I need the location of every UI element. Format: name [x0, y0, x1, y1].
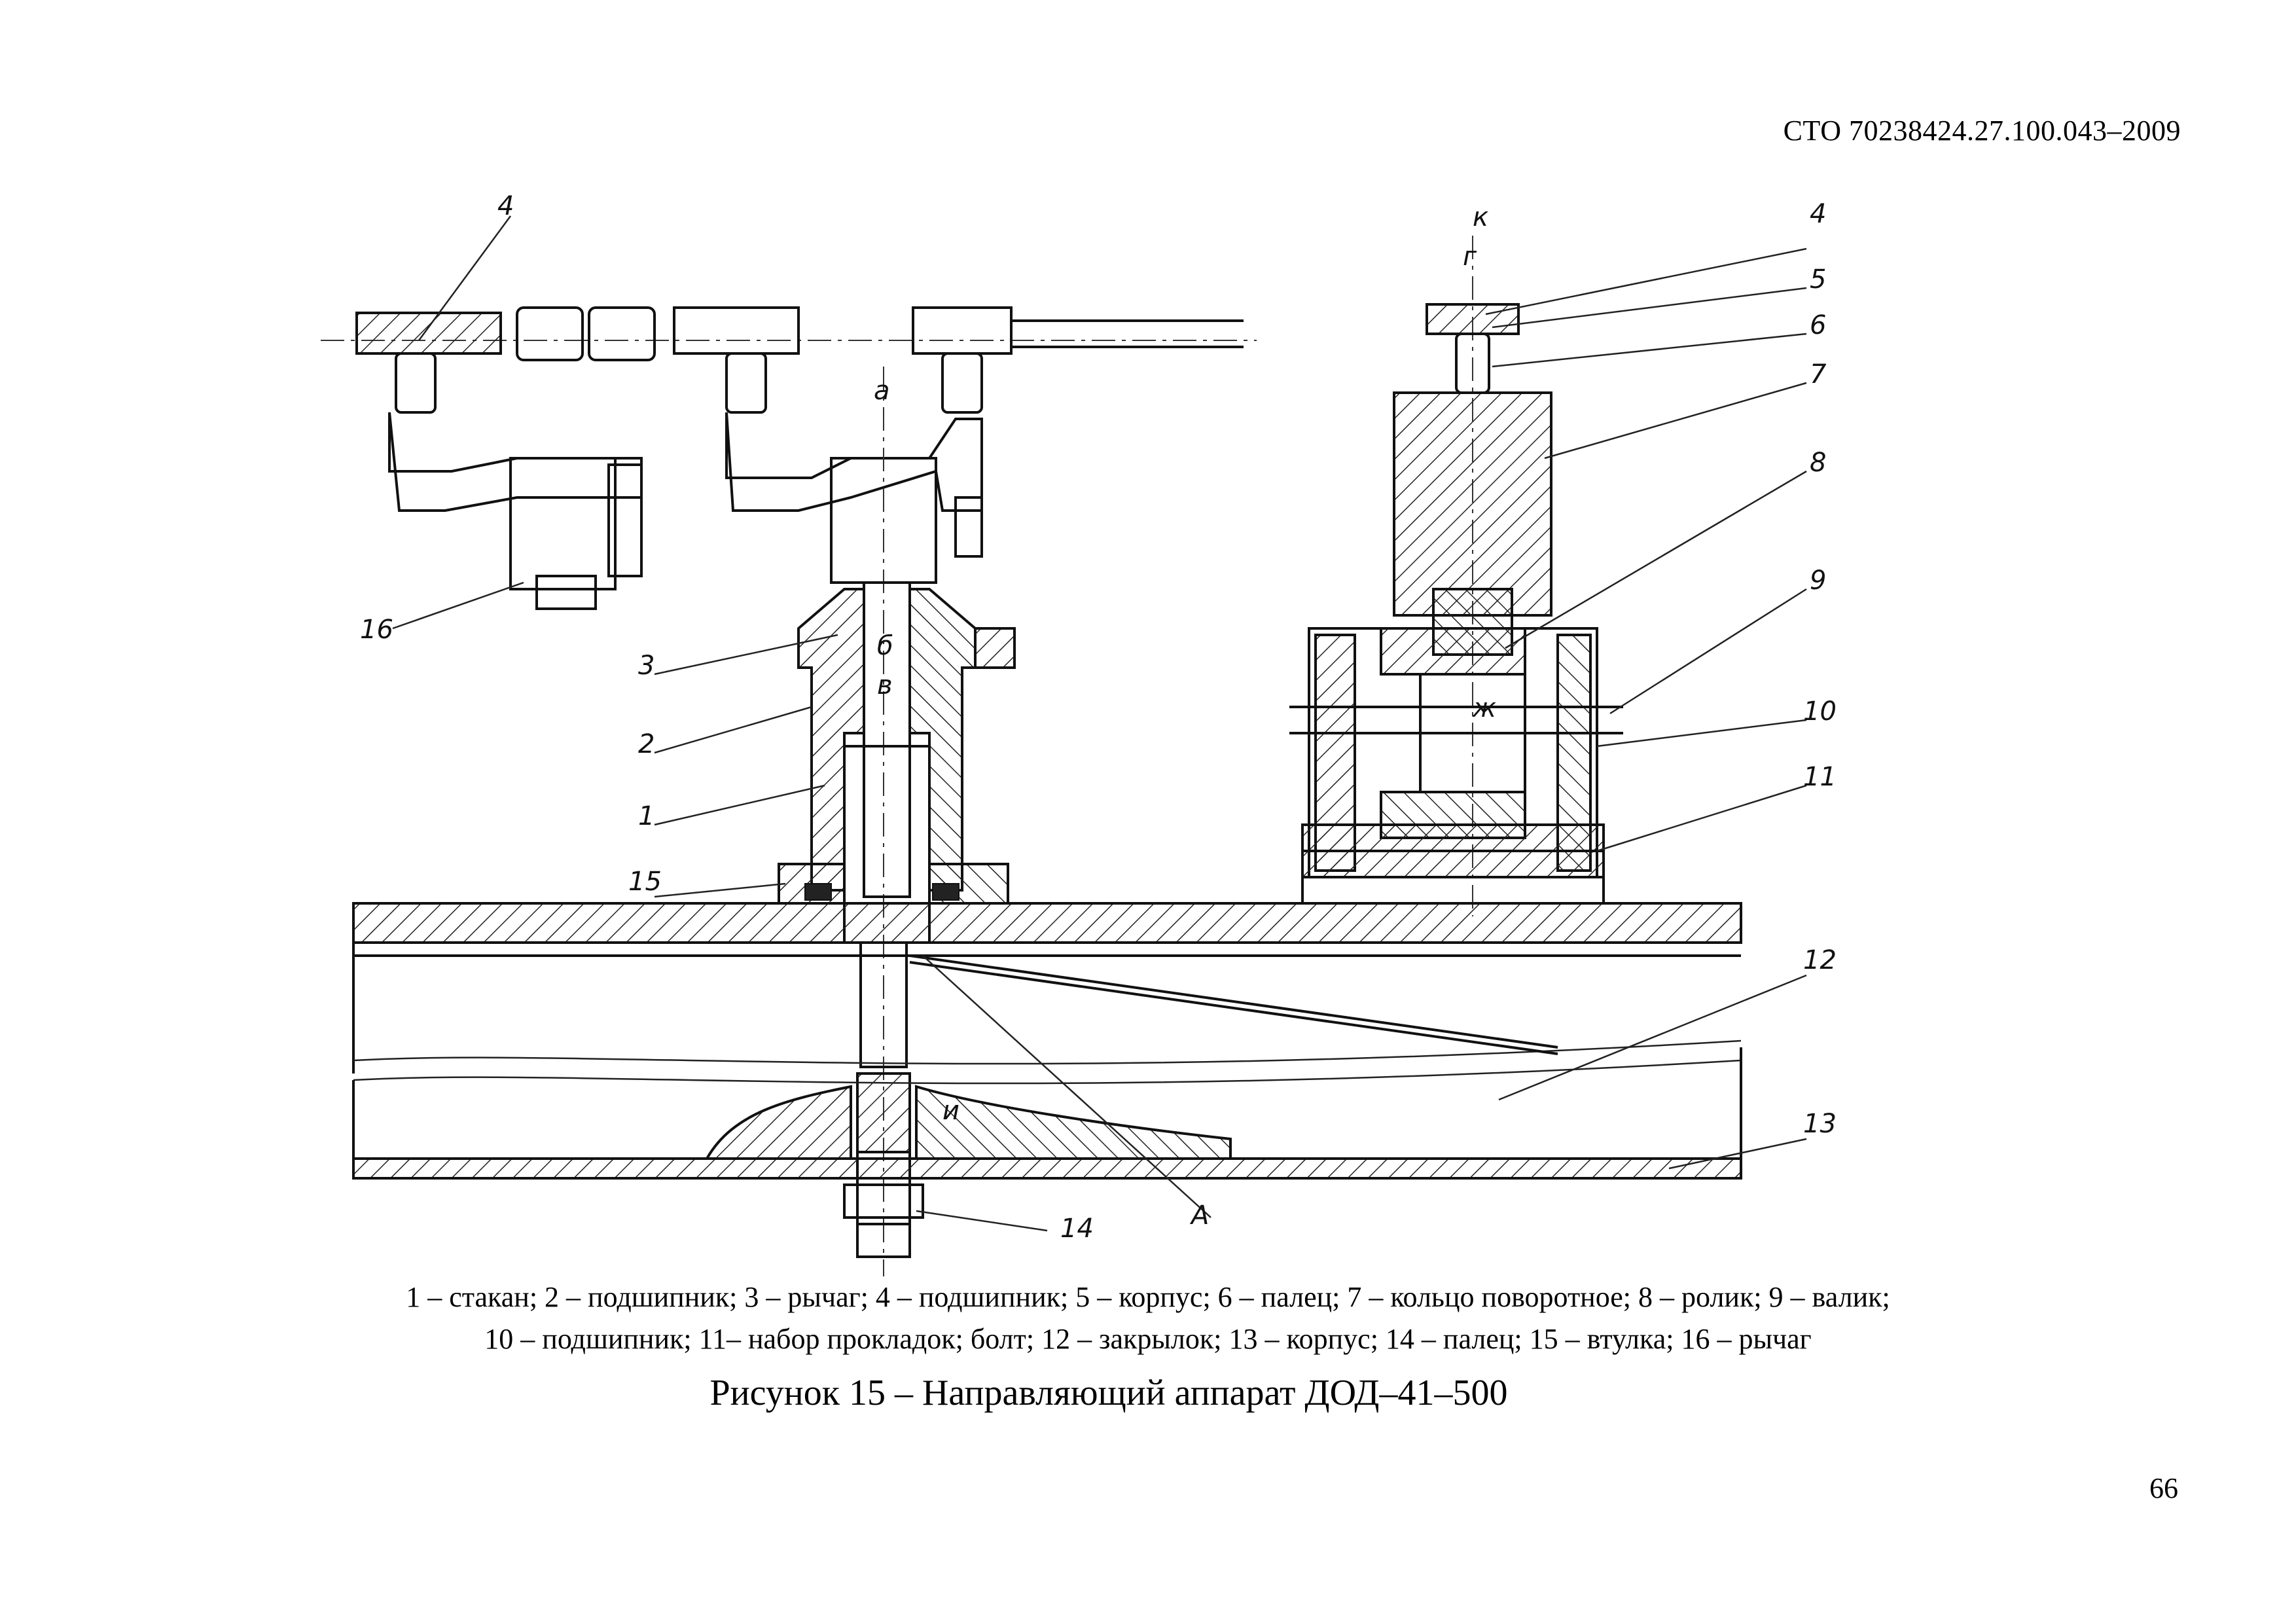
- figure-caption: 1 – стакан; 2 – подшипник; 3 – рычаг; 4 …: [0, 1276, 2296, 1420]
- dim-b: б: [877, 631, 893, 661]
- callout-4-right: 4: [1810, 199, 1826, 229]
- document-code: СТО 70238424.27.100.043–2009: [1783, 115, 2181, 147]
- legend-line-2: 10 – подшипник; 11– набор прокладок; бол…: [484, 1323, 1812, 1355]
- callout-10: 10: [1803, 696, 1837, 727]
- dim-v: в: [877, 670, 893, 700]
- callout-14: 14: [1060, 1214, 1094, 1244]
- dim-k: к: [1473, 202, 1488, 232]
- rotary-ring-assembly: [1289, 236, 1623, 916]
- dim-a: а: [874, 376, 890, 406]
- base-structure: [352, 902, 1742, 1180]
- callout-11: 11: [1803, 762, 1837, 792]
- callout-4-left: 4: [497, 191, 514, 221]
- callout-13: 13: [1803, 1109, 1837, 1139]
- legend-line-1: 1 – стакан; 2 – подшипник; 3 – рычаг; 4 …: [406, 1281, 1890, 1313]
- dimension-marks: а б в г к ж и: [874, 202, 1496, 1126]
- callout-15: 15: [628, 867, 662, 897]
- callout-leaders: [392, 215, 1807, 1232]
- callout-2: 2: [638, 729, 655, 759]
- callout-16: 16: [360, 615, 393, 645]
- callout-3: 3: [638, 651, 655, 681]
- callout-12: 12: [1803, 945, 1837, 975]
- page-number: 66: [2149, 1472, 2178, 1504]
- dim-g: г: [1463, 242, 1477, 272]
- figure-title: Рисунок 15 – Направляющий аппарат ДОД–41…: [709, 1373, 1508, 1413]
- callout-6: 6: [1810, 310, 1826, 340]
- callout-1: 1: [638, 801, 655, 831]
- callout-9: 9: [1810, 566, 1826, 596]
- callout-labels: 4 4 5 6 7 8 9 10 11 12 13 3 2 1 15 16 14…: [360, 191, 1837, 1244]
- callout-A: А: [1189, 1200, 1209, 1231]
- bearing-housing: [778, 367, 1016, 1276]
- callout-8: 8: [1810, 448, 1826, 478]
- callout-5: 5: [1810, 264, 1826, 295]
- callout-7: 7: [1810, 359, 1827, 389]
- dim-i: и: [942, 1096, 960, 1126]
- lever-linkage: [321, 306, 1257, 610]
- dim-zh: ж: [1472, 693, 1496, 723]
